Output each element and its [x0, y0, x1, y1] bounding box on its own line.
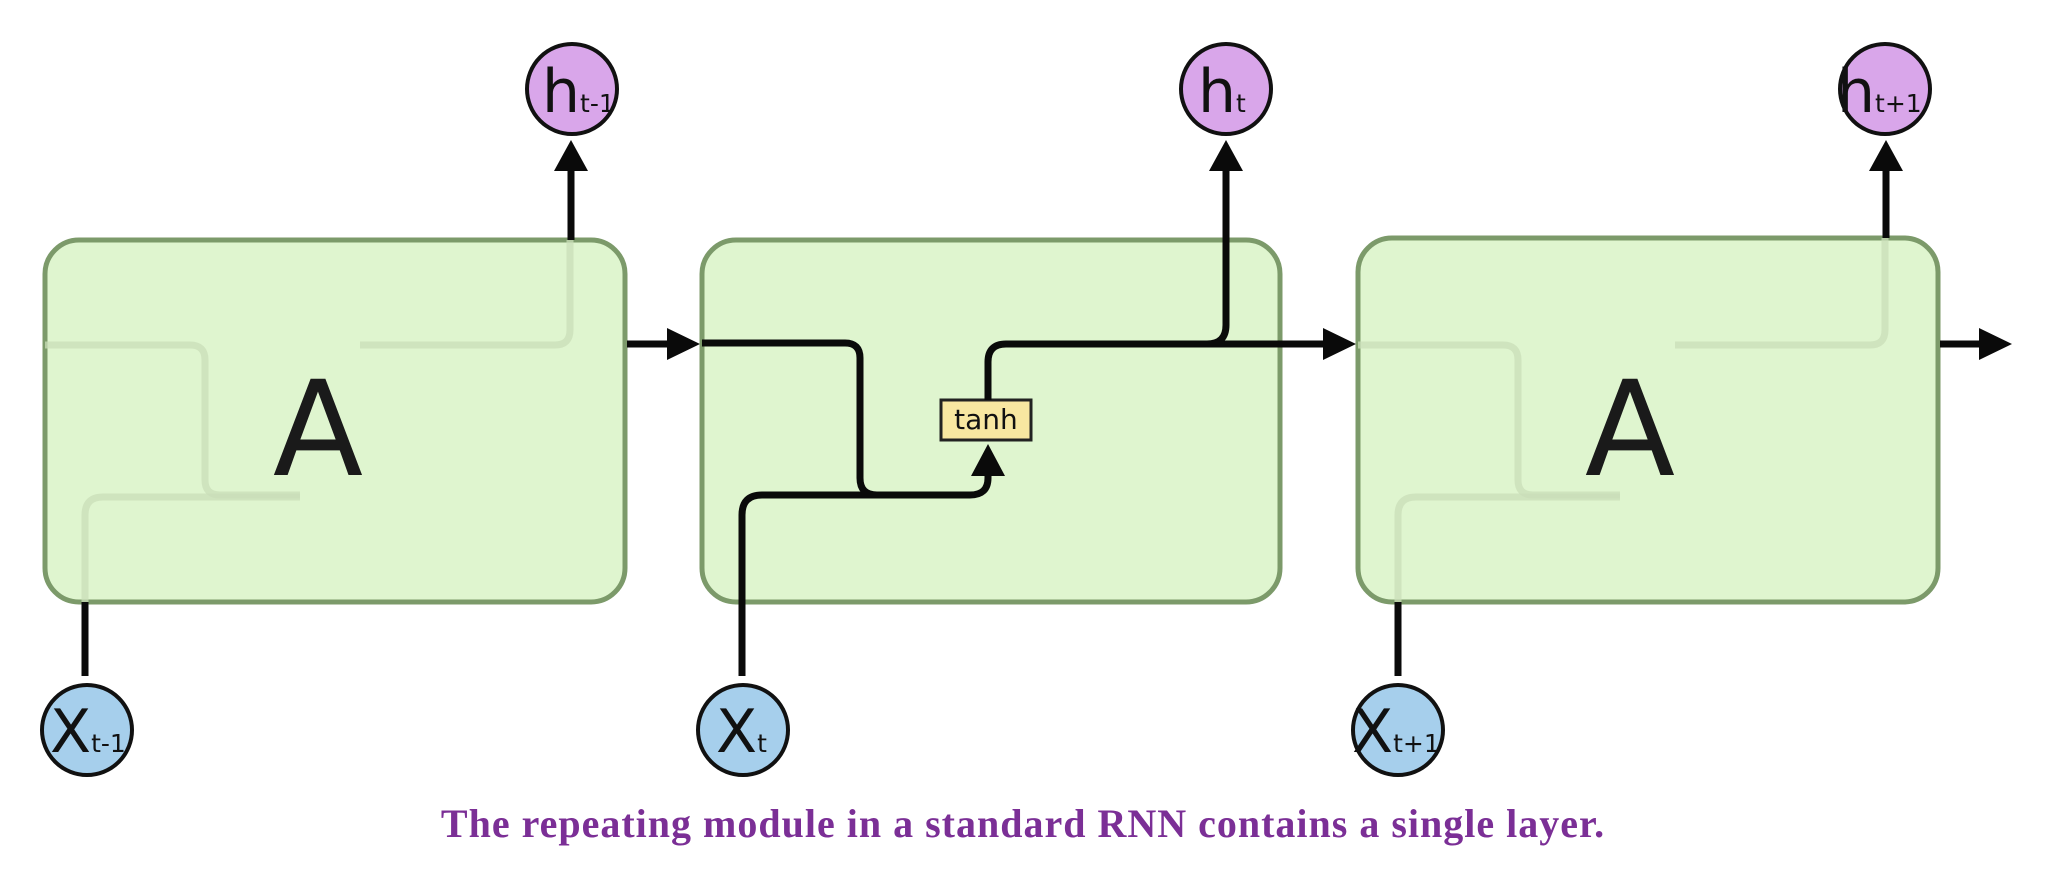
svg-text:Xt+1: Xt+1	[1352, 697, 1440, 767]
output-arrowhead-right	[1869, 140, 1903, 171]
svg-text:Xt-1: Xt-1	[50, 697, 126, 767]
output-arrowhead-left	[554, 140, 588, 171]
output-node-h-t: ht	[1179, 42, 1273, 136]
state-arrowhead-3	[1979, 328, 2012, 360]
input-node-sub: t-1	[91, 729, 126, 758]
output-node-h-t-plus-1: ht+1	[1837, 42, 1932, 136]
input-node-main: X	[1352, 697, 1393, 767]
output-node-sub: t+1	[1875, 89, 1922, 118]
diagram-caption: The repeating module in a standard RNN c…	[440, 801, 1606, 846]
svg-text:ht: ht	[1198, 57, 1246, 127]
output-node-main: h	[542, 57, 580, 127]
state-arrowhead-2	[1323, 328, 1356, 360]
input-node-sub: t	[757, 729, 767, 758]
module-right-label: A	[1585, 353, 1675, 507]
output-node-sub: t	[1236, 89, 1246, 118]
output-node-main: h	[1837, 57, 1875, 127]
input-line-middle	[738, 470, 992, 676]
state-arrowhead-1	[667, 328, 700, 360]
output-node-main: h	[1198, 57, 1236, 127]
svg-text:ht-1: ht-1	[542, 57, 615, 127]
module-left: A	[42, 237, 628, 605]
input-node-main: X	[50, 697, 91, 767]
input-node-x-t: Xt	[696, 683, 790, 777]
tanh-layer: tanh	[939, 398, 1033, 442]
output-arrowhead-middle	[1209, 140, 1243, 171]
output-node-sub: t-1	[580, 89, 615, 118]
input-node-x-t-minus-1: Xt-1	[40, 683, 134, 777]
svg-text:Xt: Xt	[716, 697, 767, 767]
layer-output-line	[984, 168, 1230, 400]
module-left-label: A	[273, 353, 363, 507]
input-node-main: X	[716, 697, 757, 767]
layer-input-arrowhead	[971, 444, 1005, 476]
output-node-h-t-minus-1: ht-1	[525, 42, 619, 136]
input-node-x-t-plus-1: Xt+1	[1351, 683, 1445, 777]
module-right: A	[1355, 235, 1941, 605]
tanh-layer-label: tanh	[954, 403, 1018, 436]
svg-text:ht+1: ht+1	[1837, 57, 1922, 127]
input-node-sub: t+1	[1393, 729, 1440, 758]
